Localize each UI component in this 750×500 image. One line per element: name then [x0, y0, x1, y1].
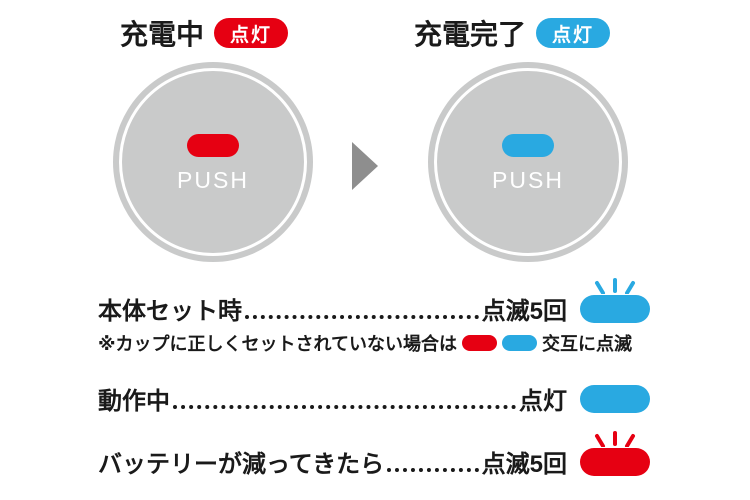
- blue-led-pill-icon: [580, 294, 650, 323]
- status-label: 動作中: [98, 388, 170, 415]
- note-suffix: 交互に点滅: [541, 334, 632, 354]
- push-button-charging: PUSH: [113, 62, 313, 262]
- blink-rays-icon: [595, 430, 635, 447]
- blue-lit-led-icon: [580, 384, 650, 413]
- charging-header: 充電中 点灯: [120, 17, 289, 50]
- red-led-pill-icon: [187, 134, 239, 157]
- charging-lit-badge: 点灯: [214, 18, 289, 48]
- status-row-battery-low: バッテリーが減ってきたら 点滅5回: [98, 430, 650, 479]
- status-row-text: 本体セット時 点滅5回: [98, 291, 567, 326]
- red-led-pill-icon: [580, 447, 650, 476]
- charging-title: 充電中: [120, 19, 205, 50]
- blink-rays-icon: [595, 277, 635, 294]
- button-ring: [434, 68, 622, 256]
- push-label: PUSH: [177, 167, 249, 193]
- arrow-right-icon: [352, 142, 378, 190]
- status-row-body-set: 本体セット時 点滅5回: [98, 277, 650, 326]
- complete-lit-badge: 点灯: [536, 18, 611, 48]
- red-blinking-led-icon: [580, 430, 650, 476]
- complete-header: 充電完了 点灯: [414, 17, 611, 50]
- dot-leader: [173, 389, 516, 409]
- status-row-text: 動作中 点灯: [98, 381, 567, 416]
- status-value: 点灯: [519, 388, 567, 415]
- push-button-complete: PUSH: [428, 62, 628, 262]
- blue-led-pill-icon: [580, 384, 650, 413]
- status-row-text: バッテリーが減ってきたら 点滅5回: [98, 444, 567, 479]
- note-prefix: ※カップに正しくセットされていない場合は: [98, 334, 457, 354]
- push-label: PUSH: [492, 167, 564, 193]
- blue-led-pill-icon: [502, 134, 554, 157]
- dot-leader: [387, 452, 479, 472]
- note-incorrect-set: ※カップに正しくセットされていない場合は 交互に点滅: [98, 332, 632, 354]
- red-led-pill-icon: [461, 335, 497, 351]
- status-value: 点滅5回: [481, 298, 567, 325]
- complete-title: 充電完了: [414, 19, 527, 50]
- status-row-operating: 動作中 点灯: [98, 381, 650, 416]
- blue-blinking-led-icon: [580, 277, 650, 323]
- status-value: 点滅5回: [481, 451, 567, 478]
- status-label: バッテリーが減ってきたら: [98, 451, 385, 478]
- dot-leader: [245, 299, 479, 319]
- button-ring: [119, 68, 307, 256]
- blue-led-pill-icon: [501, 335, 537, 351]
- status-label: 本体セット時: [98, 298, 242, 325]
